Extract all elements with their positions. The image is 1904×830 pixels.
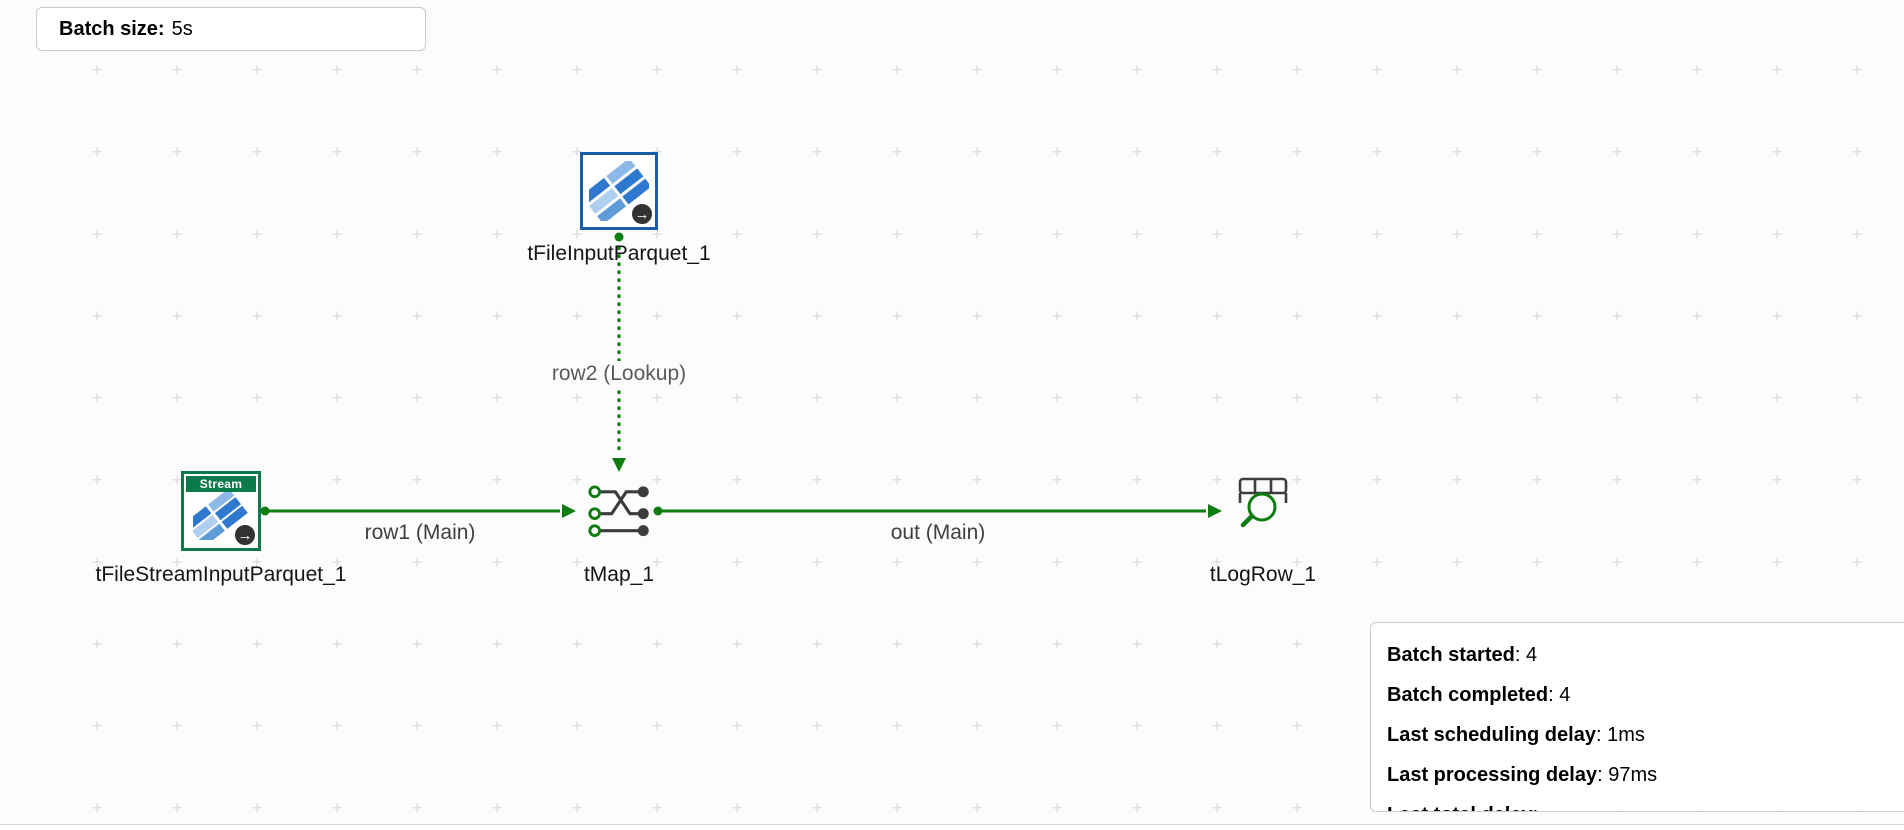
tlogrow-icon[interactable] (1231, 474, 1295, 532)
component-label[interactable]: tFileInputParquet_1 (527, 242, 711, 265)
component-tfilestreaminputparquet-1[interactable]: Stream → tFileStreamInputParquet_1 (96, 471, 346, 586)
streaming-stats-overlay: Batch started: 4 Batch completed: 4 Last… (1370, 622, 1904, 812)
stat-separator: : (1533, 804, 1539, 811)
arrowhead-icon (1208, 504, 1222, 518)
component-tfileinputparquet-1[interactable]: → tFileInputParquet_1 (527, 152, 711, 265)
stat-value: 1ms (1607, 724, 1645, 746)
canvas-bottom-edge (0, 824, 1904, 830)
stat-separator: : (1514, 644, 1526, 666)
parquet-stripes-icon (193, 492, 248, 540)
stat-value: 4 (1525, 644, 1538, 666)
stat-line-clipped: Last total delay: (1387, 795, 1904, 811)
arrowhead-icon (562, 504, 576, 518)
component-label[interactable]: tFileStreamInputParquet_1 (95, 563, 347, 586)
stat-separator: : (1597, 764, 1609, 786)
stream-parquet-input-icon[interactable]: Stream → (181, 471, 261, 551)
stat-line: Last processing delay: 97ms (1387, 755, 1904, 795)
stat-value: 4 (1559, 684, 1571, 706)
stat-label: Batch started (1387, 644, 1515, 666)
connection-label-row2[interactable]: row2 (Lookup) (543, 361, 695, 387)
parquet-stripes-icon (589, 161, 649, 221)
parquet-input-icon[interactable]: → (580, 152, 658, 230)
stat-separator: : (1548, 684, 1560, 706)
component-tmap-1[interactable]: tMap_1 (584, 476, 654, 586)
connection-label-row1[interactable]: row1 (Main) (364, 521, 476, 544)
batch-size-value: 5s (171, 17, 193, 40)
output-arrow-badge-icon: → (233, 523, 257, 547)
component-tlogrow-1[interactable]: tLogRow_1 (1210, 474, 1316, 586)
stat-value: 97ms (1608, 764, 1658, 786)
stat-line: Last scheduling delay: 1ms (1387, 715, 1904, 755)
stat-label: Last processing delay (1387, 764, 1598, 786)
stat-line: Batch started: 4 (1387, 635, 1904, 675)
connection-label-out[interactable]: out (Main) (890, 521, 986, 544)
stat-line: Batch completed: 4 (1387, 675, 1904, 715)
stream-banner: Stream (186, 476, 256, 492)
batch-size-label: Batch size: (59, 17, 165, 40)
stat-label: Last total delay (1387, 804, 1533, 811)
component-label[interactable]: tLogRow_1 (1209, 563, 1317, 586)
stat-label: Last scheduling delay (1387, 724, 1596, 746)
stat-label: Batch completed (1387, 684, 1549, 706)
stat-separator: : (1595, 724, 1608, 746)
tmap-icon[interactable] (585, 476, 653, 544)
output-arrow-badge-icon: → (630, 202, 654, 226)
batch-size-overlay: Batch size: 5s (36, 7, 426, 51)
arrowhead-icon (612, 458, 626, 472)
output-port-dot (614, 232, 624, 242)
component-label[interactable]: tMap_1 (583, 563, 655, 586)
